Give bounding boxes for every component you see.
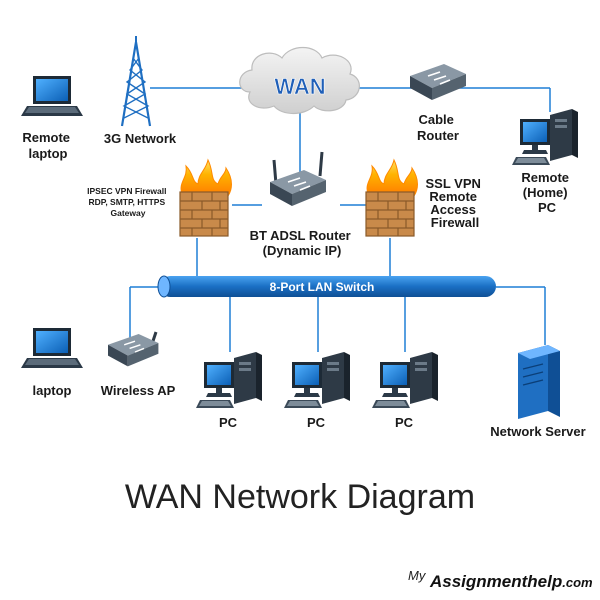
- logo-brand-b: help: [527, 572, 562, 591]
- network-server-label: Network Server: [490, 424, 585, 439]
- remote-laptop-label-line2: laptop: [29, 146, 68, 161]
- ssl-firewall-label-line1: SSL VPN: [425, 176, 480, 191]
- remote-laptop-icon: [21, 76, 83, 116]
- cable-router-label: Cable Router: [417, 112, 459, 143]
- cell-tower-icon: [120, 36, 152, 127]
- pc-icon-1: [196, 352, 262, 408]
- ipsec-firewall-icon: [179, 159, 233, 237]
- remote-pc-label-line1: Remote: [521, 170, 569, 185]
- remote-pc-label-line2: (Home): [523, 185, 568, 200]
- ssl-firewall-label: SSL VPN Remote Access Firewall: [425, 176, 484, 230]
- pc-label-2: PC: [307, 415, 326, 430]
- bt-router-label: BT ADSL Router (Dynamic IP): [250, 228, 355, 258]
- remote-pc-label: Remote (Home) PC: [521, 170, 572, 215]
- remote-pc-label-line3: PC: [538, 200, 557, 215]
- ipsec-firewall-label-line1: IPSEC VPN Firewall: [87, 186, 166, 196]
- remote-laptop-label: Remote laptop: [22, 130, 73, 161]
- wireless-ap-label: Wireless AP: [101, 383, 176, 398]
- ssl-firewall-label-line3: Access: [430, 202, 476, 217]
- ipsec-firewall-label-line2: RDP, SMTP, HTTPS: [88, 197, 165, 207]
- wireless-ap-icon: [107, 331, 160, 368]
- pc-label-1: PC: [219, 415, 238, 430]
- ssl-firewall-label-line4: Firewall: [431, 215, 479, 230]
- wan-cloud: WAN: [239, 46, 360, 115]
- cable-router-label-line1: Cable: [418, 112, 453, 127]
- cloud-icon: [239, 46, 360, 115]
- remote-pc-icon: [512, 109, 578, 165]
- diagram-title: WAN Network Diagram: [125, 478, 475, 516]
- bt-router-icon: [269, 151, 327, 207]
- server-icon: [518, 345, 560, 419]
- pc-label-3: PC: [395, 415, 414, 430]
- logo-suffix: .com: [562, 575, 593, 590]
- pc-icon-3: [372, 352, 438, 408]
- switch-label: 8-Port LAN Switch: [270, 280, 375, 294]
- logo-my: My: [408, 568, 427, 583]
- pc-icon-2: [284, 352, 350, 408]
- ipsec-firewall-label-line3: Gateway: [111, 208, 146, 218]
- network-3g-label: 3G Network: [104, 131, 177, 146]
- ssl-firewall-icon: [365, 159, 419, 237]
- laptop-icon: [21, 328, 83, 368]
- cable-router-label-line2: Router: [417, 128, 459, 143]
- bt-router-label-line2: (Dynamic IP): [263, 243, 342, 258]
- wan-label: WAN: [274, 74, 325, 99]
- lan-switch: 8-Port LAN Switch: [157, 275, 496, 298]
- brand-logo: My Assignmenthelp.com: [408, 568, 593, 591]
- bt-router-label-line1: BT ADSL Router: [250, 228, 351, 243]
- ssl-firewall-label-line2: Remote: [429, 189, 477, 204]
- laptop-label: laptop: [33, 383, 72, 398]
- logo-brand-a: Assignment: [429, 572, 529, 591]
- ipsec-firewall-label: IPSEC VPN Firewall RDP, SMTP, HTTPS Gate…: [87, 186, 169, 218]
- logo-brand: Assignmenthelp.com: [429, 572, 593, 591]
- remote-laptop-label-line1: Remote: [22, 130, 70, 145]
- cable-router-icon: [409, 63, 467, 101]
